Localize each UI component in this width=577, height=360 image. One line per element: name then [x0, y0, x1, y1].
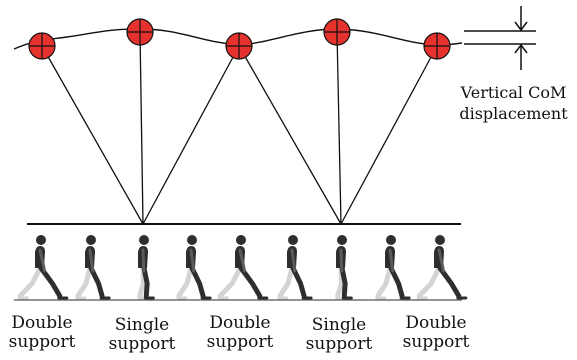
annotation-line-1: Vertical CoM [460, 83, 567, 102]
leg-line [340, 45, 438, 225]
leg-lines [41, 31, 438, 225]
phase-label: Double support [206, 313, 274, 352]
displacement-indicator [464, 6, 536, 70]
leg-line [336, 31, 342, 225]
circle-cross-icon [126, 18, 154, 46]
walking-person-icon [277, 235, 313, 300]
leg-line [41, 45, 144, 225]
walking-person-icon [375, 235, 411, 300]
walking-person-icon [75, 235, 111, 300]
com-markers [28, 18, 451, 60]
annotation-line-2: displacement [459, 104, 568, 123]
walking-person-icon [176, 235, 212, 300]
up-arrow-icon [514, 43, 528, 54]
circle-cross-icon [323, 18, 351, 46]
circle-cross-icon [423, 32, 451, 60]
walking-person-icon [137, 235, 155, 300]
phase-label: Double support [402, 313, 470, 352]
circle-cross-icon [28, 32, 56, 60]
vertical-com-displacement-label: Vertical CoM displacement [450, 82, 577, 124]
phase-label: Single support [305, 315, 373, 354]
leg-line [139, 31, 144, 225]
circle-cross-icon [225, 32, 253, 60]
walking-person-icon [416, 235, 468, 300]
leg-line [142, 45, 240, 225]
phase-label: Double support [8, 313, 76, 352]
phase-label: Single support [108, 315, 176, 354]
leg-line [238, 45, 342, 225]
walking-person-icon [335, 235, 353, 300]
down-arrow-icon [514, 21, 528, 32]
walking-person-icon [217, 235, 269, 300]
walking-figures [17, 235, 468, 300]
walking-person-icon [17, 235, 69, 300]
